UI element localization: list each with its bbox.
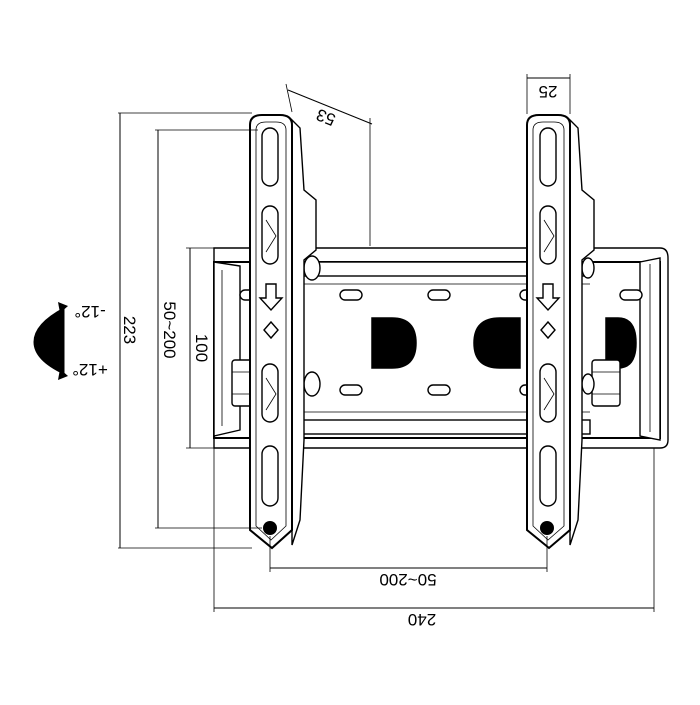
- dimension-overall-height: [118, 112, 252, 549]
- arm-slot-hook: [543, 219, 555, 253]
- tilt-arrowhead-top: [58, 302, 68, 313]
- tv-arm-left-inner-outline: [255, 121, 287, 541]
- tilt-half-disc-icon: [33, 307, 65, 375]
- locking-knob-right: [591, 359, 621, 407]
- arm-mounting-hole: [540, 521, 554, 535]
- arm-slot-hook: [265, 377, 277, 411]
- dimension-vesa-horizontal: [269, 536, 548, 572]
- tilt-label-up: -12°: [74, 302, 105, 321]
- dimension-depth: [285, 83, 373, 246]
- dimension-wall-plate-height: [186, 247, 214, 449]
- tv-arm-left-side: [291, 118, 317, 546]
- arm-mounting-hole: [263, 521, 277, 535]
- arm-slot-hook: [265, 219, 277, 253]
- dimension-arm-width: [526, 74, 571, 114]
- dim-label-vesa-vertical: 50~200: [160, 301, 179, 358]
- down-arrow-icon: [258, 283, 284, 312]
- arm-slot: [539, 445, 557, 507]
- pivot-bolt-right-top: [581, 257, 595, 279]
- slot: [619, 289, 643, 301]
- tilt-indicator: [33, 302, 68, 380]
- dim-label-vesa-horizontal: 50~200: [379, 570, 436, 589]
- slot: [427, 384, 451, 396]
- diamond-marker-icon: [540, 320, 556, 340]
- dim-label-overall-height: 223: [120, 316, 139, 344]
- tv-arm-left: [249, 114, 317, 550]
- wall-plate-d-cutout-far-right: [605, 317, 637, 369]
- dimension-overall-width: [213, 448, 655, 612]
- slot: [339, 384, 363, 396]
- tv-arm-right-side: [569, 118, 595, 546]
- wall-plate-left-flange: [213, 261, 241, 437]
- dim-label-overall-width: 240: [408, 610, 436, 629]
- tv-arm-right-inner-outline: [532, 121, 565, 541]
- wall-plate-d-cutout-right: [473, 317, 521, 369]
- slot: [339, 289, 363, 301]
- arm-slot: [261, 127, 279, 187]
- diamond-marker-icon: [263, 320, 279, 340]
- pivot-bolt-left-top: [303, 255, 321, 281]
- arm-slot-hook: [543, 377, 555, 411]
- dimension-vesa-vertical: [155, 129, 262, 529]
- pivot-bolt-left-bottom: [303, 371, 321, 397]
- tv-arm-right: [526, 114, 595, 550]
- tilt-label-down: +12°: [72, 360, 108, 379]
- dim-label-wall-plate-height: 100: [192, 334, 211, 362]
- slot: [427, 289, 451, 301]
- wall-plate-d-cutout-left: [371, 317, 417, 369]
- down-arrow-icon: [535, 283, 561, 312]
- arm-slot: [539, 127, 557, 187]
- dim-label-arm-width: 25: [539, 82, 558, 101]
- arm-slot: [261, 445, 279, 507]
- pivot-bolt-right-bottom: [581, 373, 595, 395]
- tilt-arrowhead-bottom: [58, 369, 68, 380]
